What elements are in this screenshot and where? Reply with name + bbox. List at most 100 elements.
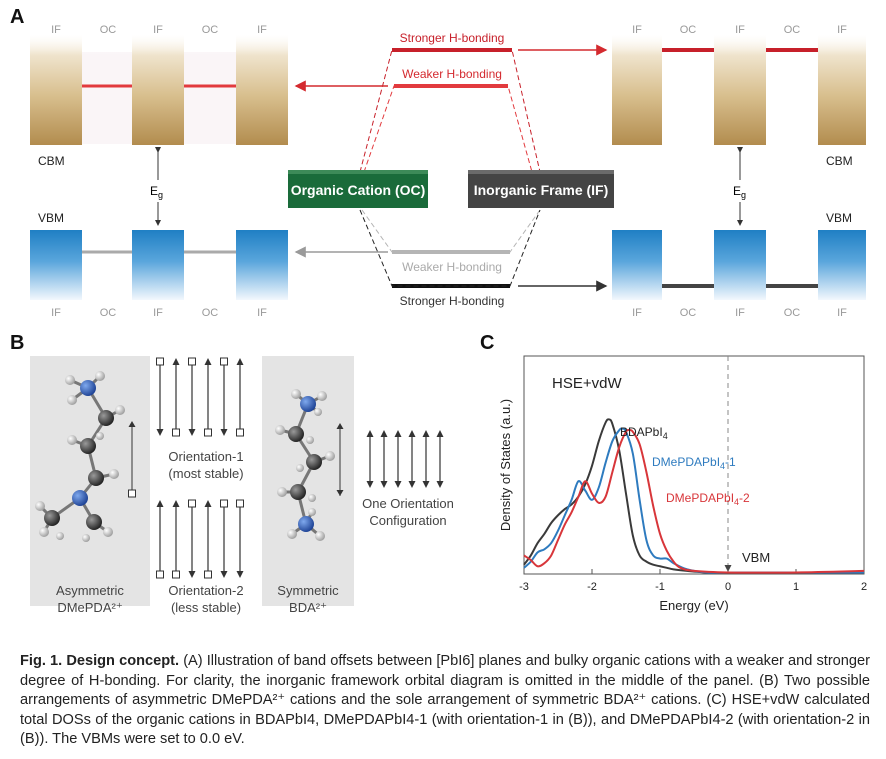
weaker-hbond-label: Weaker H-bonding xyxy=(402,67,502,81)
eg-arrow-right: Eg xyxy=(728,147,750,226)
orientation-arrow xyxy=(236,499,244,578)
band-offset-diagram: IF OC IF OC IF IF OC IF OC IF IF OC IF O… xyxy=(30,24,866,319)
if-label: IF xyxy=(632,307,642,319)
oc-label: OC xyxy=(202,307,219,319)
left-cb-group xyxy=(30,35,288,145)
if-label: IF xyxy=(257,24,267,36)
orientation-arrow xyxy=(188,357,196,436)
if-label: IF xyxy=(51,307,61,319)
configuration-label: Configuration xyxy=(369,513,446,528)
if-label: IF xyxy=(51,24,61,36)
caption-title: Fig. 1. Design concept. xyxy=(20,653,180,669)
asymmetric-label: Asymmetric xyxy=(56,583,124,598)
orientation-arrow xyxy=(156,500,164,579)
inorganic-frame-box: Inorganic Frame (IF) xyxy=(468,170,614,208)
if-blue-block xyxy=(30,230,82,300)
plot-frame xyxy=(523,355,865,575)
caption-body: (A) Illustration of band offsets between… xyxy=(20,653,871,747)
bda-label: BDA²⁺ xyxy=(289,600,327,615)
oc-label: OC xyxy=(202,24,219,36)
vbm-label: VBM xyxy=(38,211,64,225)
if-blue-block xyxy=(132,230,184,300)
oc-label: OC xyxy=(100,307,117,319)
if-blue-block xyxy=(236,230,288,300)
panel-label-c: C xyxy=(480,332,495,354)
x-tick-label: 0 xyxy=(725,581,731,593)
one-orientation-arrows xyxy=(366,430,444,488)
symmetric-label: Symmetric xyxy=(277,583,339,598)
double-arrow xyxy=(436,430,444,488)
orientation-arrow xyxy=(172,500,180,579)
x-axis-label: Energy (eV) xyxy=(659,598,728,613)
panel-label-b: B xyxy=(10,332,25,354)
x-tick-label: 1 xyxy=(793,581,799,593)
if-blue-block xyxy=(818,230,866,300)
x-tick-label: 2 xyxy=(861,581,867,593)
left-vb-group xyxy=(30,230,288,300)
stronger-hbond-label: Stronger H-bonding xyxy=(400,31,505,45)
double-arrow xyxy=(422,430,430,488)
svg-text:Inorganic Frame (IF): Inorganic Frame (IF) xyxy=(474,182,609,198)
orientation-arrow xyxy=(204,358,212,437)
orientation-2-sub: (less stable) xyxy=(171,600,241,615)
stronger-hbond-label: Stronger H-bonding xyxy=(400,294,505,308)
orientation-2-label: Orientation-2 xyxy=(168,583,243,598)
if-blue-block xyxy=(714,230,766,300)
eg-label: Eg xyxy=(733,184,746,200)
vbm-annotation: VBM xyxy=(742,550,770,565)
oc-label: OC xyxy=(680,307,697,319)
oc-label: OC xyxy=(100,24,117,36)
right-cb-group xyxy=(612,35,866,145)
orientation-arrow xyxy=(156,357,164,436)
dmepda-label: DMePDA²⁺ xyxy=(57,600,122,615)
oc-label: OC xyxy=(784,307,801,319)
dipole-tail-square xyxy=(128,489,136,498)
orientation-arrow xyxy=(188,499,196,578)
right-vb-group xyxy=(612,230,866,300)
if-label: IF xyxy=(257,307,267,319)
cbm-label: CBM xyxy=(38,154,65,168)
series-label: BDAPbI4 xyxy=(620,425,668,441)
if-blue-block xyxy=(612,230,662,300)
x-tick-label: -3 xyxy=(519,581,529,593)
if-label: IF xyxy=(837,307,847,319)
oc-label: OC xyxy=(680,24,697,36)
if-label: IF xyxy=(735,307,745,319)
dashed-connectors xyxy=(359,49,541,287)
if-label: IF xyxy=(153,24,163,36)
orientation-1-sub: (most stable) xyxy=(168,466,243,481)
if-label: IF xyxy=(632,24,642,36)
series-label: DMePDAPbI4-2 xyxy=(666,491,750,507)
figure-caption: Fig. 1. Design concept. (A) Illustration… xyxy=(20,652,870,750)
cbm-label: CBM xyxy=(826,154,853,168)
orientation-2-arrows xyxy=(156,499,244,579)
if-label: IF xyxy=(735,24,745,36)
vbm-marker xyxy=(724,565,732,572)
double-arrow xyxy=(366,430,374,488)
vbm-label: VBM xyxy=(826,211,852,225)
series-line xyxy=(523,418,865,574)
double-arrow xyxy=(380,430,388,488)
double-arrow xyxy=(394,430,402,488)
eg-label: Eg xyxy=(150,184,163,200)
cation-orientation-diagram: Asymmetric DMePDA²⁺ Symmetric BDA²⁺ Orie… xyxy=(30,356,454,615)
series-label: DMePDAPbI4-1 xyxy=(652,455,736,471)
series-line xyxy=(523,428,865,574)
one-orientation-label: One Orientation xyxy=(362,496,454,511)
y-axis-label: Density of States (a.u.) xyxy=(498,399,513,531)
x-tick-label: -1 xyxy=(655,581,665,593)
orientation-arrow xyxy=(220,357,228,436)
organic-cation-box: Organic Cation (OC) xyxy=(288,170,428,208)
eg-arrow-left: Eg xyxy=(146,147,168,226)
orientation-arrow xyxy=(172,358,180,437)
hse-vdw-annotation: HSE+vdW xyxy=(552,375,622,392)
orientation-1-label: Orientation-1 xyxy=(168,449,243,464)
weaker-hbond-label: Weaker H-bonding xyxy=(402,260,502,274)
orientation-arrow xyxy=(236,358,244,437)
if-label: IF xyxy=(153,307,163,319)
bda-atoms xyxy=(275,389,335,541)
svg-text:Organic Cation (OC): Organic Cation (OC) xyxy=(291,182,426,198)
if-label: IF xyxy=(837,24,847,36)
orientation-arrow xyxy=(204,500,212,579)
